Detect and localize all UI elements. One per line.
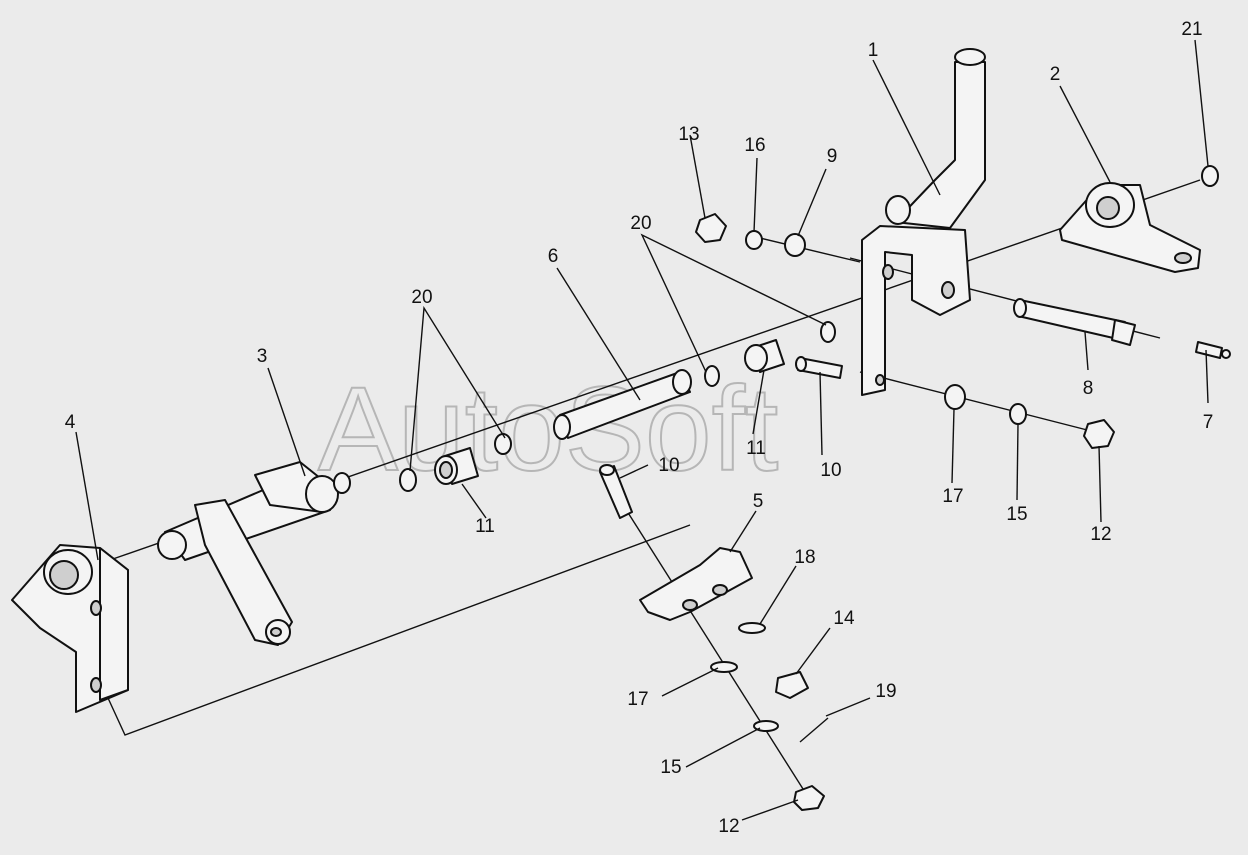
mounting-bracket-part-4 — [11, 544, 129, 713]
bushing-part-11-right — [744, 339, 785, 373]
washer-part-16 — [745, 230, 763, 250]
cotter-pin-part-19 — [799, 717, 829, 743]
callout-20-right: 20 — [630, 213, 651, 234]
callout-15-right: 15 — [1006, 504, 1027, 525]
callout-11-right: 11 — [746, 438, 766, 459]
washer-part-9 — [784, 233, 806, 257]
callout-4: 4 — [65, 412, 76, 433]
nut-part-12-lower — [793, 785, 825, 811]
callout-7: 7 — [1203, 412, 1214, 433]
callout-9: 9 — [827, 146, 838, 167]
bolt-part-8 — [1013, 298, 1136, 346]
callout-1: 1 — [868, 40, 879, 61]
watermark-text: AutoSoft — [318, 362, 778, 496]
callout-16: 16 — [744, 135, 765, 156]
bushing-part-11-left — [434, 447, 479, 485]
callout-13: 13 — [678, 124, 699, 145]
leader-lines — [75, 39, 1209, 821]
callout-19: 19 — [875, 681, 896, 702]
circlip-part-20-left — [399, 433, 512, 492]
callout-labels: 1 2 3 4 5 6 7 8 9 10 10 11 11 12 12 13 1… — [65, 19, 1214, 837]
callout-21: 21 — [1181, 19, 1202, 40]
callout-12-right: 12 — [1090, 524, 1111, 545]
washer-part-15-right — [1009, 403, 1027, 425]
callout-10-right: 10 — [820, 460, 841, 481]
callout-14: 14 — [833, 608, 855, 629]
shaft-part-6 — [553, 369, 692, 440]
callout-3: 3 — [257, 346, 268, 367]
washer-part-17-lower — [710, 661, 738, 673]
lever-part-5 — [639, 547, 753, 621]
callout-17-lower: 17 — [627, 689, 648, 710]
nut-part-12-right — [1083, 419, 1115, 449]
callout-8: 8 — [1083, 378, 1094, 399]
grease-fitting-part-7 — [1195, 341, 1231, 359]
circlip-part-20-right — [704, 321, 836, 387]
bushing-bracket-part-2 — [1059, 182, 1201, 273]
washer-part-18 — [738, 622, 766, 634]
nut-part-13 — [695, 213, 727, 243]
circlip-part-21 — [1201, 165, 1219, 187]
pin-part-10-lower — [599, 464, 633, 519]
lever-arm-part-1 — [861, 48, 986, 396]
pin-part-10-right — [795, 356, 843, 379]
callout-15-lower: 15 — [660, 757, 681, 778]
callout-18: 18 — [794, 547, 815, 568]
callout-5: 5 — [753, 491, 764, 512]
lever-shaft-part-3 — [157, 461, 351, 646]
callout-20-left: 20 — [411, 287, 432, 308]
callout-17-right: 17 — [942, 486, 963, 507]
callout-6: 6 — [548, 246, 559, 267]
callout-11-left: 11 — [475, 516, 495, 537]
callout-10-lower: 10 — [658, 455, 679, 476]
castle-nut-part-14 — [775, 671, 809, 699]
washer-part-17-right — [944, 384, 966, 410]
callout-12-lower: 12 — [718, 816, 739, 837]
callout-2: 2 — [1050, 64, 1061, 85]
